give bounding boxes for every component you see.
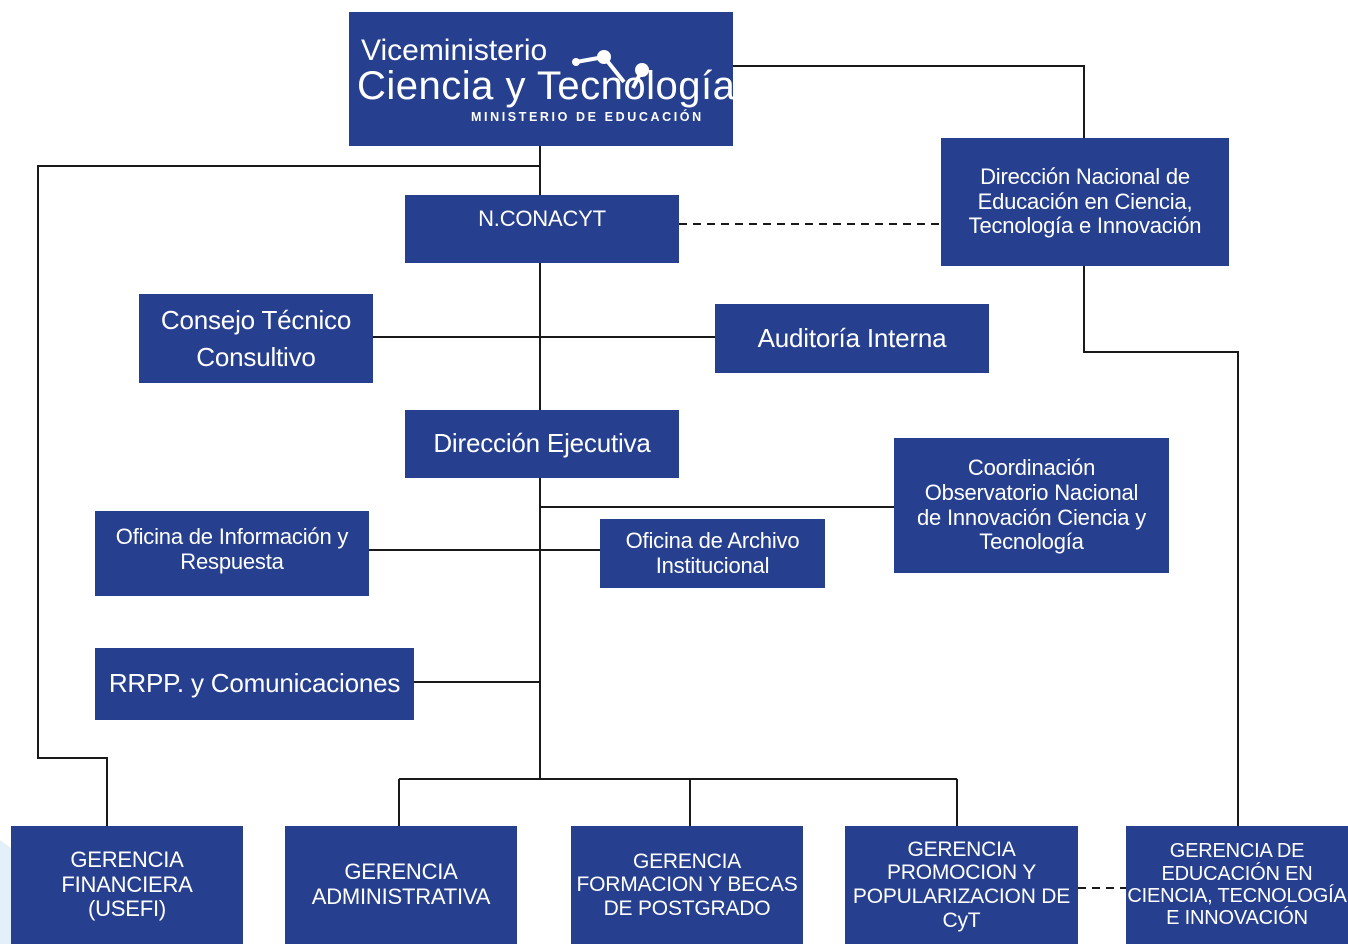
- node-coordinacion-observatorio: Coordinación Observatorio Nacional de In…: [894, 438, 1169, 573]
- node-gerencia-formacion-line: GERENCIA: [632, 849, 742, 873]
- node-gerencia-financiera-line: FINANCIERA: [61, 871, 193, 897]
- node-gerencia-formacion-line: FORMACION Y BECAS: [576, 873, 798, 897]
- viceministerio-logo: Viceministerio Ciencia y Tecnología MINI…: [349, 12, 736, 146]
- node-direccion-nacional-line: Educación en Ciencia,: [977, 188, 1193, 214]
- node-oficina-informacion-line: Oficina de Información y: [115, 524, 349, 549]
- node-auditoria-interna: Auditoría Interna: [715, 304, 989, 373]
- node-oficina-informacion-line: Respuesta: [180, 548, 284, 574]
- logo-line-ministerio: MINISTERIO DE EDUCACIÓN: [471, 110, 704, 124]
- node-rrpp-label: RRPP. y Comunicaciones: [108, 668, 401, 699]
- node-gerencia-educacion-line: GERENCIA DE: [1169, 840, 1305, 863]
- node-oficina-archivo-line: Institucional: [655, 552, 770, 578]
- node-direccion-ejecutiva: Dirección Ejecutiva: [405, 410, 679, 478]
- node-direccion-nacional-line: Tecnología e Innovación: [968, 213, 1202, 239]
- node-auditoria-interna-label: Auditoría Interna: [757, 322, 947, 353]
- node-consejo-tecnico-line: Consejo Técnico: [160, 305, 352, 336]
- node-conacyt: N.CONACYT: [405, 195, 679, 263]
- node-conacyt-label: N.CONACYT: [478, 206, 606, 231]
- node-gerencia-administrativa: GERENCIA ADMINISTRATIVA: [285, 826, 517, 944]
- node-coordinacion-line: de Innovación Ciencia y: [917, 504, 1146, 530]
- node-gerencia-administrativa-line: ADMINISTRATIVA: [311, 884, 491, 909]
- node-oficina-archivo-line: Oficina de Archivo: [625, 527, 800, 553]
- node-gerencia-administrativa-line: GERENCIA: [344, 859, 458, 885]
- node-gerencia-educacion: GERENCIA DE EDUCACIÓN EN CIENCIA, TECNOL…: [1126, 826, 1348, 944]
- node-consejo-tecnico: Consejo Técnico Consultivo: [139, 294, 373, 383]
- node-gerencia-promocion: GERENCIA PROMOCION Y POPULARIZACION DE C…: [845, 826, 1078, 944]
- node-oficina-archivo: Oficina de Archivo Institucional: [600, 519, 825, 588]
- node-gerencia-promocion-line: CyT: [942, 908, 981, 932]
- node-gerencia-promocion-line: POPULARIZACION DE: [852, 885, 1071, 908]
- node-gerencia-educacion-line: E INNOVACIÓN: [1166, 907, 1308, 930]
- node-gerencia-educacion-line: CIENCIA, TECNOLOGÍA: [1127, 885, 1347, 907]
- node-direccion-ejecutiva-label: Dirección Ejecutiva: [433, 428, 651, 459]
- node-gerencia-financiera-line: (USEFI): [87, 896, 167, 922]
- node-coordinacion-line: Tecnología: [979, 529, 1084, 555]
- node-direccion-nacional: Dirección Nacional de Educación en Cienc…: [941, 138, 1229, 266]
- node-gerencia-financiera: GERENCIA FINANCIERA (USEFI): [11, 826, 243, 944]
- node-consejo-tecnico-line: Consultivo: [196, 341, 316, 372]
- node-gerencia-promocion-line: PROMOCION Y: [886, 861, 1037, 885]
- node-oficina-informacion: Oficina de Información y Respuesta: [95, 511, 369, 596]
- molecule-icon: [572, 50, 649, 89]
- node-gerencia-promocion-line: GERENCIA: [907, 837, 1016, 861]
- node-coordinacion-line: Observatorio Nacional: [924, 479, 1139, 505]
- node-gerencia-formacion-becas: GERENCIA FORMACION Y BECAS DE POSTGRADO: [571, 826, 803, 944]
- node-gerencia-educacion-line: EDUCACIÓN EN: [1161, 862, 1313, 885]
- node-rrpp-comunicaciones: RRPP. y Comunicaciones: [95, 648, 414, 720]
- logo-line-ciencia-tecnologia: Ciencia y Tecnología: [357, 64, 736, 108]
- node-gerencia-financiera-line: GERENCIA: [70, 847, 184, 873]
- node-coordinacion-line: Coordinación: [967, 455, 1096, 481]
- logo-line-viceministerio: Viceministerio: [361, 34, 548, 67]
- node-direccion-nacional-line: Dirección Nacional de: [980, 164, 1190, 190]
- node-gerencia-formacion-line: DE POSTGRADO: [603, 896, 771, 920]
